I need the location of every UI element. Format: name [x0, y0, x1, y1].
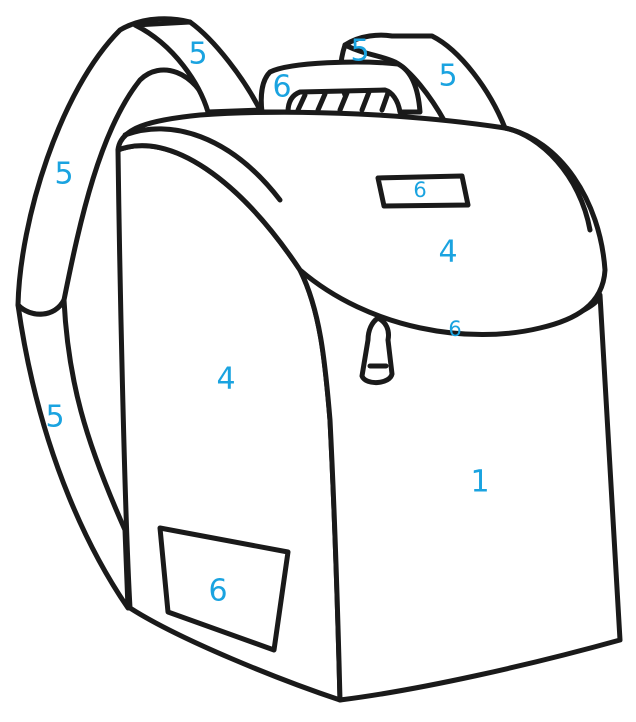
- label-strap-left-bottom: 5: [45, 400, 64, 435]
- label-front-panel: 1: [470, 465, 489, 500]
- label-lid-panel: 4: [438, 235, 457, 270]
- label-strap-left-top: 5: [54, 157, 73, 192]
- label-side-pocket: 6: [208, 574, 227, 609]
- label-zipper: 6: [448, 317, 461, 341]
- label-handle: 6: [272, 70, 291, 105]
- label-lid-tag: 6: [413, 178, 426, 202]
- label-strap-left-middle: 5: [350, 34, 369, 69]
- label-side-panel: 4: [216, 362, 235, 397]
- label-strap-far-right: 5: [438, 59, 457, 94]
- label-strap-right-upper: 5: [188, 37, 207, 72]
